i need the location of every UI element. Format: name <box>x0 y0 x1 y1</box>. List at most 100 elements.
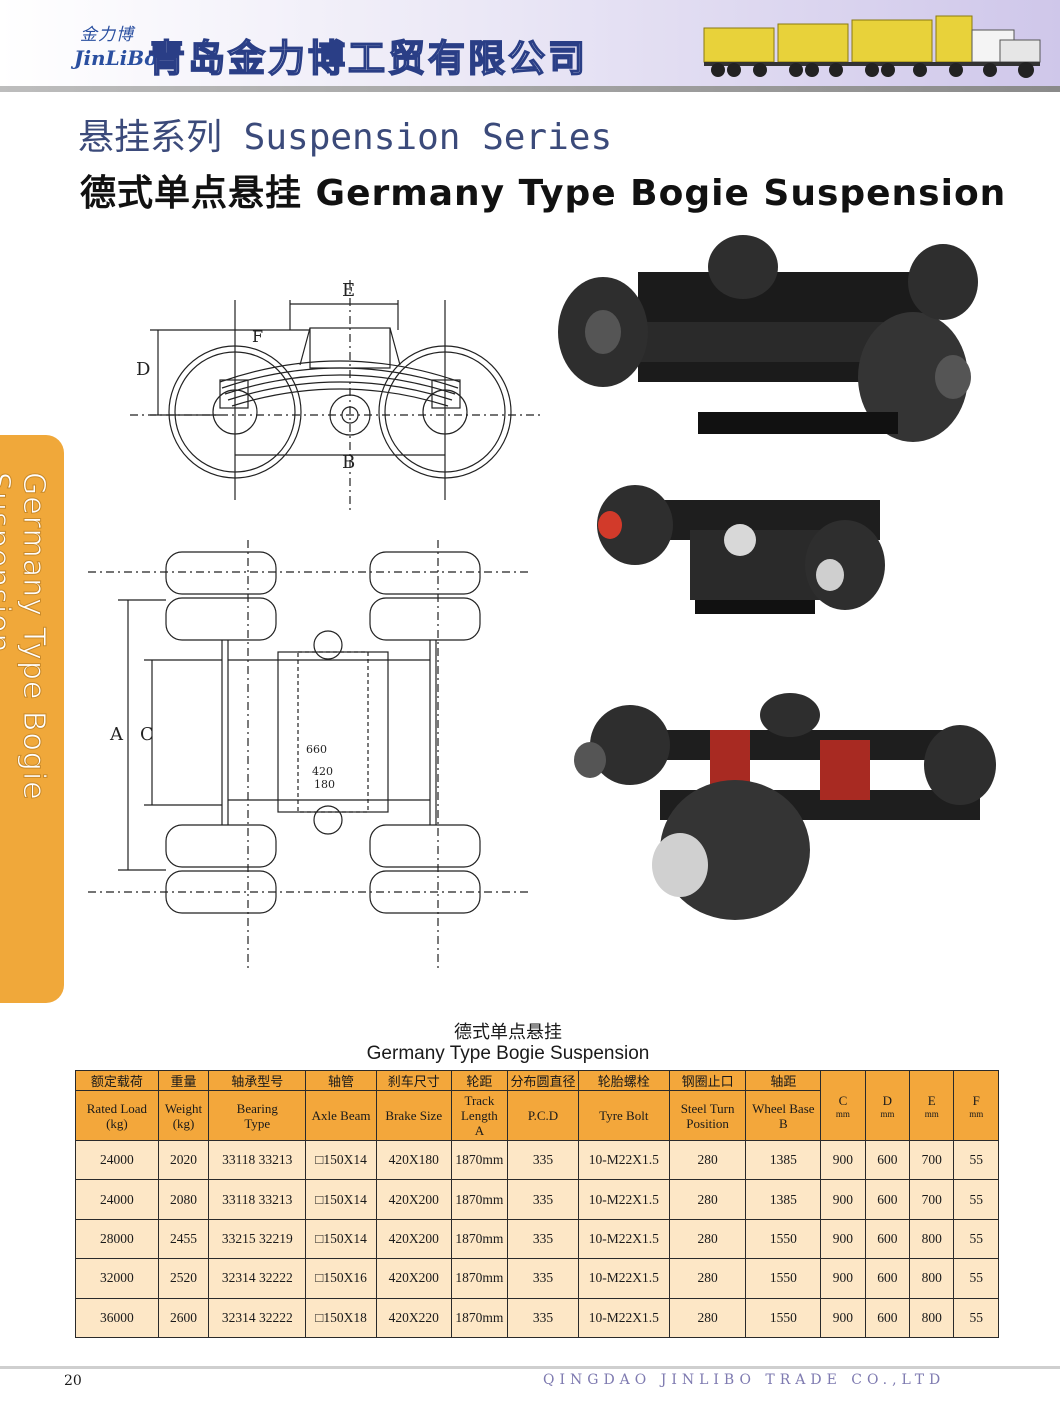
cell-pcd: 335 <box>507 1139 579 1181</box>
header-cn-cell: 钢圈止口 <box>668 1070 747 1091</box>
header-cn-cell: 刹车尺寸 <box>375 1070 452 1091</box>
series-title: 悬挂系列 Suspension Series <box>78 117 613 158</box>
side-view-drawing: E F D B <box>130 280 540 510</box>
header-en-cell: P.C.D <box>507 1090 579 1141</box>
cell-bearing: 32314 32222 <box>208 1258 307 1299</box>
table-title-english: Germany Type Bogie Suspension <box>366 1043 650 1064</box>
cell-axle-beam: □150X14 <box>305 1218 377 1260</box>
dim-label-C: C <box>140 724 154 745</box>
header-tyre-bolt: Tyre Bolt <box>599 1108 649 1123</box>
header-cn-cell: 重量 <box>157 1070 210 1091</box>
cell-F: 55 <box>953 1297 999 1338</box>
header-F-unit: mm <box>969 1108 984 1119</box>
cell-tyre-bolt: 10-M22X1.5 <box>577 1139 670 1181</box>
cell-brake-size: 420X200 <box>375 1258 452 1299</box>
cell-C: 900 <box>820 1258 866 1299</box>
header-en-cell: Brake Size <box>375 1090 452 1141</box>
cell-pcd: 335 <box>507 1218 579 1260</box>
header-rated-load-unit: (kg) <box>106 1115 128 1131</box>
cell-wheel-base: 1550 <box>745 1297 822 1338</box>
header-brake-size: Brake Size <box>385 1108 443 1123</box>
table-row: 32000 2520 32314 32222 □150X16 420X200 1… <box>75 1258 999 1299</box>
cell-track: 1870mm <box>450 1218 509 1260</box>
cell-D: 600 <box>864 1139 911 1181</box>
header-track-A: A <box>474 1123 485 1138</box>
table-row: 36000 2600 32314 32222 □150X18 420X220 1… <box>75 1297 999 1338</box>
dim-label-420: 420 <box>312 765 333 778</box>
header-D: D <box>882 1092 893 1108</box>
logo-chinese: 金力博 <box>80 25 134 45</box>
cell-weight: 2520 <box>157 1258 210 1299</box>
cell-brake-size: 420X200 <box>375 1218 452 1260</box>
table-header-row-chinese: 额定载荷 重量 轴承型号 轴管 刹车尺寸 轮距 分布圆直径 轮胎螺栓 钢圈止口 … <box>75 1070 999 1141</box>
side-tab-label: Germany Type Bogie Suspension <box>0 472 52 802</box>
dim-label-D: D <box>136 359 150 380</box>
top-view-drawing: A C 660 420 180 <box>88 540 528 970</box>
cell-rated-load: 28000 <box>75 1218 159 1260</box>
cell-E: 800 <box>909 1218 955 1260</box>
logo-english: JinLiBo <box>74 46 158 70</box>
cell-F: 55 <box>953 1179 999 1220</box>
cell-steel-turn: 280 <box>668 1139 747 1181</box>
header-cn-cell: 轮胎螺栓 <box>577 1070 670 1091</box>
dim-label-B: B <box>342 452 355 473</box>
header-cn-cell: 轴承型号 <box>208 1070 307 1091</box>
cell-wheel-base: 1550 <box>745 1218 822 1260</box>
cell-weight: 2600 <box>157 1297 210 1338</box>
header-cn-cell: 轮距 <box>450 1070 509 1091</box>
cell-track: 1870mm <box>450 1179 509 1220</box>
cell-C: 900 <box>820 1179 866 1220</box>
header-steel-turn: Steel Turn <box>680 1100 735 1116</box>
cell-bearing: 32314 32222 <box>208 1297 307 1338</box>
dim-label-E: E <box>342 280 355 301</box>
cell-pcd: 335 <box>507 1297 579 1338</box>
header-axle-beam: Axle Beam <box>311 1108 371 1123</box>
header-pcd: P.C.D <box>527 1108 559 1123</box>
company-name-chinese: 青岛金力博工贸有限公司 <box>147 36 588 81</box>
header-weight-unit: (kg) <box>172 1115 195 1131</box>
side-tab <box>0 435 64 1003</box>
header-weight: Weight <box>164 1100 203 1116</box>
header-cn-cell: 轴管 <box>305 1070 377 1091</box>
cell-wheel-base: 1550 <box>745 1258 822 1299</box>
header-en-cell: Tyre Bolt <box>577 1090 670 1141</box>
page-number: 20 <box>64 1373 82 1389</box>
cell-rated-load: 24000 <box>75 1139 159 1181</box>
header-cn-cell: 额定载荷 <box>75 1070 159 1091</box>
dim-label-A: A <box>109 724 124 745</box>
header-D-unit: mm <box>880 1108 895 1119</box>
dim-label-F: F <box>252 327 263 346</box>
header-en-cell: Rated Load(kg) <box>75 1090 159 1141</box>
cell-F: 55 <box>953 1139 999 1181</box>
cell-wheel-base: 1385 <box>745 1179 822 1220</box>
truck-illustration <box>703 15 1041 78</box>
cell-pcd: 335 <box>507 1258 579 1299</box>
cell-rated-load: 36000 <box>75 1297 159 1338</box>
cell-rated-load: 32000 <box>75 1258 159 1299</box>
cell-wheel-base: 1385 <box>745 1139 822 1181</box>
dim-label-660: 660 <box>306 743 327 756</box>
cell-axle-beam: □150X14 <box>305 1139 377 1181</box>
header-en-cell: Axle Beam <box>305 1090 377 1141</box>
header-E: E <box>927 1092 936 1108</box>
cell-F: 55 <box>953 1218 999 1260</box>
header-wheel-base-B: B <box>778 1115 788 1131</box>
table-row: 28000 2455 33215 32219 □150X14 420X200 1… <box>75 1218 999 1260</box>
table-row: 24000 2080 33118 33213 □150X14 420X200 1… <box>75 1179 999 1220</box>
cell-C: 900 <box>820 1139 866 1181</box>
cell-tyre-bolt: 10-M22X1.5 <box>577 1258 670 1299</box>
cell-bearing: 33215 32219 <box>208 1218 307 1260</box>
header-steel-turn-position: Position <box>686 1115 729 1131</box>
cell-D: 600 <box>864 1297 911 1338</box>
cell-track: 1870mm <box>450 1139 509 1181</box>
header-track: Track <box>464 1093 495 1108</box>
dim-label-180: 180 <box>314 778 335 791</box>
cell-weight: 2455 <box>157 1218 210 1260</box>
cell-E: 700 <box>909 1179 955 1220</box>
